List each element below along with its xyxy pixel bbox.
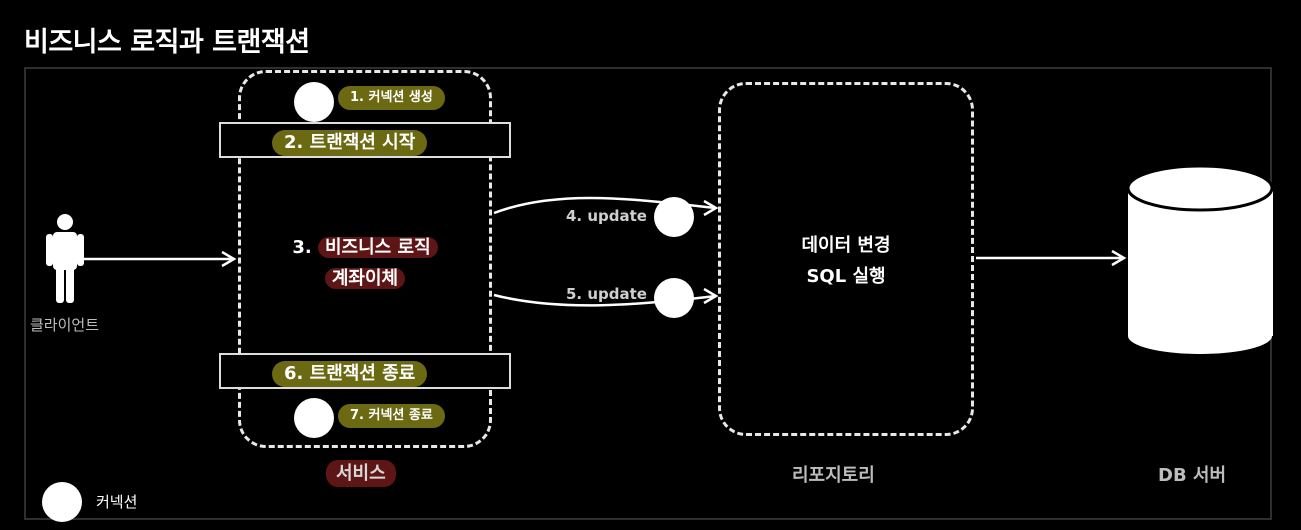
legend-connection-label: 커넥션 — [96, 493, 138, 511]
connection-circle-open — [294, 82, 334, 122]
client-label: 클라이언트 — [30, 316, 100, 334]
db-server-label: DB 서버 — [1158, 465, 1227, 486]
repository-line2: SQL 실행 — [806, 266, 886, 287]
step3-number: 3. — [292, 237, 312, 258]
repository-content: 데이터 변경 SQL 실행 — [718, 230, 974, 292]
legend-connection-circle — [42, 482, 82, 522]
step-close-connection: 7. 커넥션 종료 — [338, 404, 445, 428]
update5-label: 5. update — [566, 285, 647, 303]
update4-connection-circle — [654, 197, 694, 237]
service-box — [238, 70, 492, 448]
person-icon — [46, 214, 84, 303]
update4-label: 4. update — [566, 207, 647, 225]
repository-label: 리포지토리 — [792, 465, 875, 486]
client-to-service-arrow — [80, 250, 237, 268]
repository-line1: 데이터 변경 — [801, 235, 891, 256]
page-title: 비즈니스 로직과 트랜잭션 — [24, 27, 310, 58]
business-logic-block: 3. 비즈니스 로직 계좌이체 — [270, 232, 460, 294]
business-logic-label: 비즈니스 로직 — [318, 237, 438, 258]
update5-connection-circle — [654, 278, 694, 318]
step-transaction-start: 2. 트랜잭션 시작 — [272, 130, 428, 156]
repository-box — [718, 82, 974, 436]
service-label: 서비스 — [326, 460, 396, 487]
connection-circle-close — [294, 398, 334, 438]
database-icon — [1126, 164, 1274, 354]
step-create-connection: 1. 커넥션 생성 — [338, 86, 445, 110]
repository-to-db-arrow — [976, 249, 1127, 267]
account-transfer-label: 계좌이체 — [324, 268, 406, 289]
step-transaction-end: 6. 트랜잭션 종료 — [272, 361, 428, 387]
